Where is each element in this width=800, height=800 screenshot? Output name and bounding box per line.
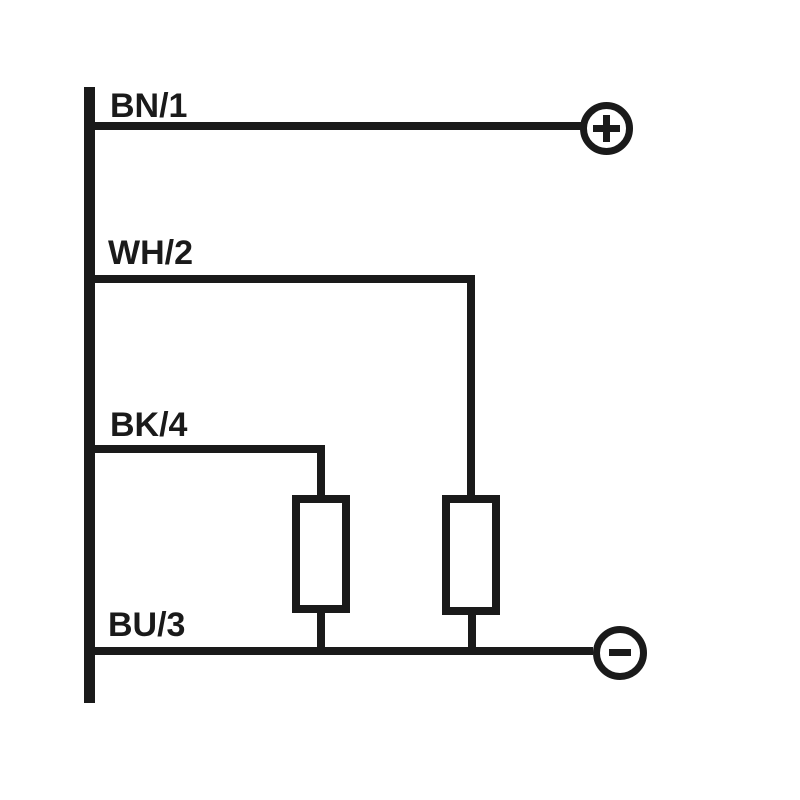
load-1-box (292, 495, 350, 613)
wire-bn1 (95, 122, 581, 130)
wire-bu3 (95, 647, 593, 655)
load-1-bottom-lead (317, 608, 325, 655)
wire-wh2-drop (467, 275, 475, 503)
connector-bus-bar (84, 87, 95, 703)
wire-wh2 (95, 275, 475, 283)
load-2-box (442, 495, 500, 615)
minus-icon (609, 649, 631, 656)
wire-bk4-drop (317, 445, 325, 503)
wire-bk4 (95, 445, 325, 453)
wire-label-bn1: BN/1 (110, 87, 188, 125)
plus-icon-vertical-bar (603, 115, 610, 142)
negative-terminal (593, 626, 647, 680)
wire-label-bk4: BK/4 (110, 406, 188, 444)
load-2-bottom-lead (468, 610, 476, 655)
wire-label-bu3: BU/3 (108, 606, 186, 644)
wire-label-wh2: WH/2 (108, 234, 193, 272)
positive-terminal (580, 102, 633, 155)
